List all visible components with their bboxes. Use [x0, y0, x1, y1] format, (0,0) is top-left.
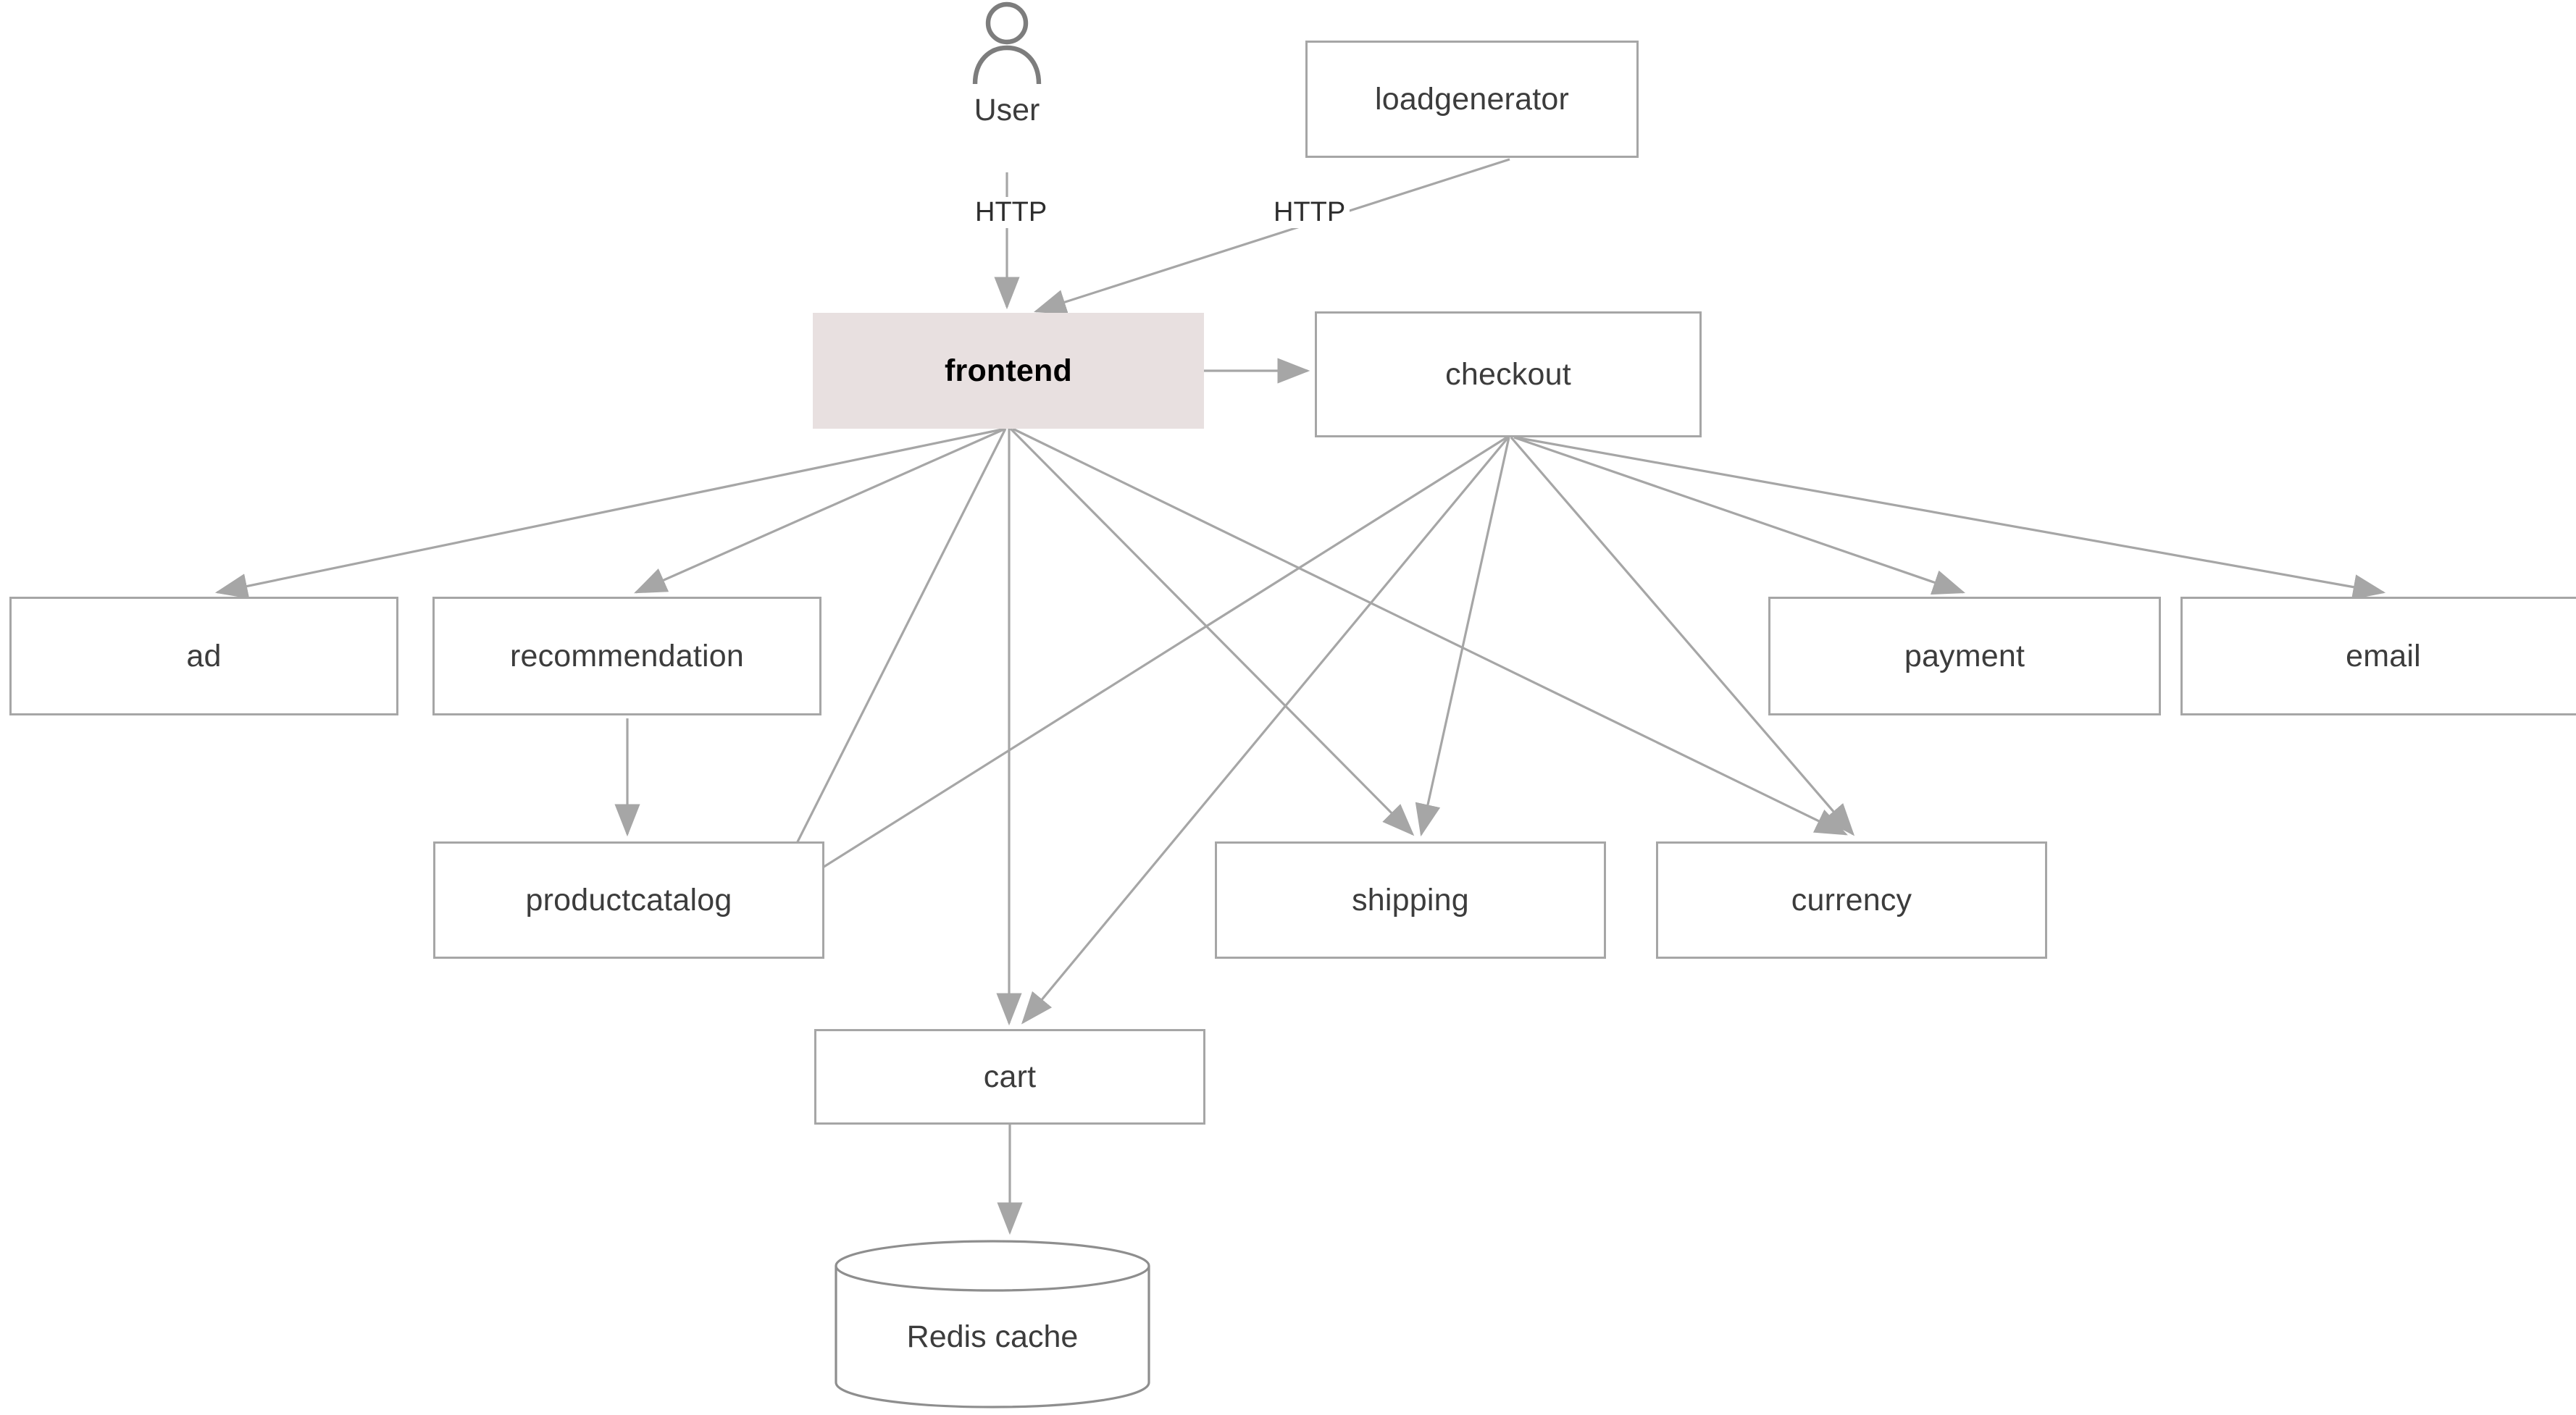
edge-loadgenerator-frontend: [1033, 158, 1510, 315]
edge-frontend-ad: [214, 427, 1006, 599]
edge-label-user-http: HTTP: [971, 197, 1052, 228]
edge-checkout-productcatalog: [774, 436, 1507, 898]
node-checkout[interactable]: checkout: [1315, 311, 1702, 437]
edge-checkout-email: [1515, 436, 2386, 600]
user-icon: [972, 1, 1042, 85]
edge-checkout-payment: [1513, 436, 1966, 595]
node-recommendation[interactable]: recommendation: [432, 597, 821, 715]
node-ad[interactable]: ad: [9, 597, 398, 715]
edge-label-loadgenerator-http: HTTP: [1269, 197, 1350, 228]
edge-checkout-shipping: [1415, 437, 1510, 837]
user-label: User: [974, 93, 1040, 127]
edge-frontend-recommendation: [634, 427, 1006, 594]
node-productcatalog[interactable]: productcatalog: [433, 841, 824, 959]
cylinder-shape: [835, 1240, 1150, 1408]
node-cart[interactable]: cart: [814, 1029, 1205, 1125]
node-redis-cache[interactable]: Redis cache: [833, 1238, 1152, 1410]
node-loadgenerator[interactable]: loadgenerator: [1305, 41, 1639, 158]
user-actor: User: [949, 0, 1065, 128]
edge-frontend-currency: [1012, 427, 1848, 836]
edge-frontend-shipping: [1009, 427, 1415, 836]
node-frontend[interactable]: frontend: [813, 313, 1204, 429]
node-currency[interactable]: currency: [1656, 841, 2047, 959]
node-shipping[interactable]: shipping: [1215, 841, 1606, 959]
node-payment[interactable]: payment: [1768, 597, 2161, 715]
node-email[interactable]: email: [2180, 597, 2576, 715]
